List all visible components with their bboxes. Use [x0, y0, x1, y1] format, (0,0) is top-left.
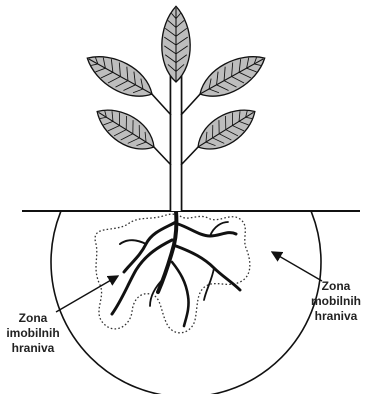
- mobile-zone-label: Zona mobilnih hraniva: [300, 279, 372, 324]
- root-right-upper: [178, 224, 236, 236]
- mobile-zone-arrow: [272, 252, 322, 281]
- mobile-zone-label-line-1: Zona: [300, 279, 372, 294]
- immobile-zone-arrow: [56, 276, 118, 312]
- immobile-zone-label-line-1: Zona: [0, 311, 66, 326]
- immobile-zone-label: Zona imobilnih hraniva: [0, 311, 66, 356]
- mobile-zone-label-line-3: hraniva: [300, 309, 372, 324]
- root-left-branch: [120, 240, 146, 244]
- roots: [112, 211, 240, 326]
- immobile-zone-label-line-2: imobilnih: [0, 326, 66, 341]
- mobile-zone-label-line-2: mobilnih: [300, 294, 372, 309]
- immobile-zone-label-line-3: hraniva: [0, 341, 66, 356]
- root-small-3: [204, 268, 214, 300]
- root-right-lower: [172, 262, 189, 326]
